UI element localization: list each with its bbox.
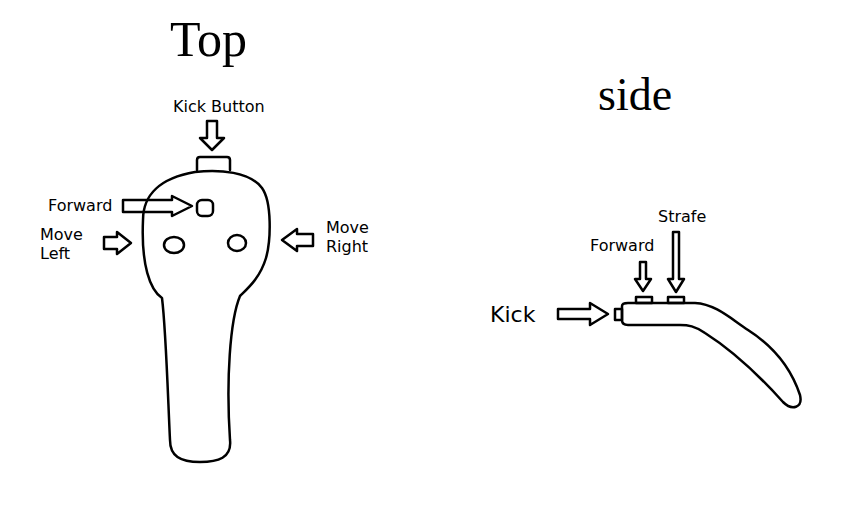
view-heading: Top xyxy=(170,14,247,64)
right-button xyxy=(228,235,246,251)
forward-button xyxy=(197,200,213,216)
strafe-button-side xyxy=(668,297,684,303)
arrow-forward xyxy=(123,196,192,216)
kick-button-top xyxy=(197,157,230,170)
part-label: Kick Button xyxy=(173,97,265,116)
controller-body-side xyxy=(622,303,801,407)
part-label: Move Right xyxy=(326,218,388,256)
arrow-kick-button xyxy=(200,121,224,150)
forward-button-side xyxy=(636,297,652,303)
left-button xyxy=(164,237,184,253)
arrow-forward-side xyxy=(635,262,651,291)
controller-body-top xyxy=(143,171,270,462)
view-heading: side xyxy=(598,72,672,118)
arrow-move-left xyxy=(104,232,131,254)
part-label: Forward xyxy=(48,196,112,215)
part-label: Strafe xyxy=(658,207,706,226)
part-label: Forward xyxy=(590,236,654,255)
arrow-strafe xyxy=(668,232,684,292)
arrow-move-right xyxy=(282,229,313,251)
part-label: Move Left xyxy=(40,225,102,263)
arrow-kick xyxy=(558,303,608,325)
part-label: Kick xyxy=(490,302,535,328)
